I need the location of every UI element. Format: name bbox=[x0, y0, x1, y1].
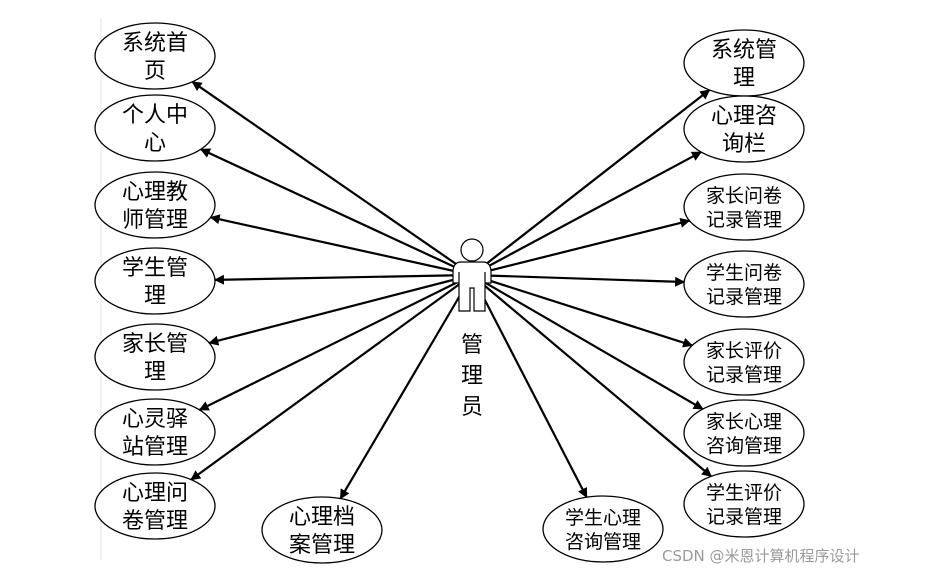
association-arrow-uc-student-consult-mgmt bbox=[471, 274, 588, 499]
use-case-label-line: 理 bbox=[144, 360, 166, 385]
use-case-label-line: 家长心理 bbox=[706, 411, 782, 433]
association-arrow-uc-student-mgmt bbox=[213, 273, 473, 285]
use-case-label-line: 心灵驿 bbox=[122, 407, 188, 432]
actor-label-line-1: 管 bbox=[461, 333, 483, 358]
association-arrow-uc-parent-eval-record bbox=[471, 273, 694, 348]
association-arrow-uc-archive-mgmt bbox=[339, 274, 473, 500]
use-case-label-line: 站管理 bbox=[122, 435, 188, 460]
use-case-label-line: 学生管 bbox=[122, 256, 188, 281]
use-case-label-line: 心理档 bbox=[289, 505, 355, 530]
actor-label-line-3: 员 bbox=[461, 395, 483, 420]
use-case-label-line: 咨询管理 bbox=[565, 531, 641, 553]
use-case-label-line: 心理教 bbox=[122, 180, 188, 205]
use-case-label-line: 心 bbox=[144, 131, 166, 156]
association-arrow-uc-student-eval-record bbox=[471, 274, 712, 478]
use-case-label-line: 家长问卷 bbox=[706, 185, 782, 207]
use-case-ellipse bbox=[261, 496, 383, 564]
use-case-ellipse bbox=[94, 398, 216, 466]
association-arrow-uc-parent-q-record bbox=[471, 217, 691, 277]
association-arrow-uc-parent-mgmt bbox=[208, 273, 473, 346]
association-arrow-uc-teacher-mgmt bbox=[209, 214, 473, 277]
use-case-label-line: 心理咨 bbox=[711, 104, 777, 129]
use-case-ellipse bbox=[94, 171, 216, 239]
association-arrow-uc-consult-column bbox=[471, 151, 702, 276]
use-case-ellipse bbox=[683, 470, 805, 538]
use-case-ellipse bbox=[683, 173, 805, 241]
use-case-label-line: 记录管理 bbox=[706, 209, 782, 231]
use-case-label-line: 卷管理 bbox=[122, 509, 188, 534]
use-case-ellipse bbox=[94, 247, 216, 315]
use-case-label-line: 心理问 bbox=[122, 481, 188, 506]
use-case-label-line: 记录管理 bbox=[706, 506, 782, 528]
use-case-label-line: 理 bbox=[733, 66, 755, 91]
use-case-label-line: 系统首 bbox=[122, 31, 188, 56]
association-arrow-uc-system-mgmt bbox=[471, 89, 711, 276]
use-case-ellipse bbox=[94, 22, 216, 90]
use-case-label-line: 家长管 bbox=[122, 332, 188, 357]
nodes-layer: 系统首页个人中心心理教师管理学生管理家长管理心灵驿站管理心理问卷管理心理档案管理… bbox=[94, 22, 805, 564]
actor-administrator: 管 理 员 bbox=[452, 238, 492, 420]
association-arrow-uc-personal-center bbox=[199, 148, 473, 276]
use-case-label-line: 家长评价 bbox=[706, 340, 782, 362]
use-case-label-line: 询栏 bbox=[722, 132, 766, 157]
use-case-label-line: 师管理 bbox=[122, 208, 188, 233]
use-case-label-line: 记录管理 bbox=[706, 286, 782, 308]
use-case-label-line: 个人中 bbox=[122, 103, 188, 128]
use-case-label-line: 咨询管理 bbox=[706, 435, 782, 457]
use-case-ellipse bbox=[94, 472, 216, 540]
association-arrow-uc-system-home bbox=[191, 80, 473, 276]
use-case-label-line: 学生心理 bbox=[565, 507, 641, 529]
use-case-ellipse bbox=[683, 250, 805, 318]
use-case-ellipse bbox=[542, 495, 664, 563]
person-icon bbox=[452, 238, 492, 312]
use-case-label-line: 系统管 bbox=[711, 38, 777, 63]
association-arrow-uc-station-mgmt bbox=[198, 274, 473, 411]
association-arrow-uc-questionnaire-mgmt bbox=[190, 274, 473, 481]
actor-label-line-2: 理 bbox=[461, 364, 483, 389]
use-case-label-line: 记录管理 bbox=[706, 364, 782, 386]
use-case-label-line: 页 bbox=[144, 59, 166, 84]
association-arrow-uc-student-q-record bbox=[471, 273, 686, 287]
watermark: CSDN @米恩计算机程序设计 bbox=[662, 547, 860, 565]
use-case-ellipse bbox=[94, 94, 216, 162]
use-case-label-line: 理 bbox=[144, 284, 166, 309]
use-case-ellipse bbox=[94, 323, 216, 391]
edges-layer bbox=[190, 80, 712, 500]
use-case-label-line: 案管理 bbox=[289, 533, 355, 558]
use-case-label-line: 学生评价 bbox=[706, 482, 782, 504]
use-case-ellipse bbox=[683, 399, 805, 467]
use-case-label-line: 学生问卷 bbox=[706, 262, 782, 284]
use-case-ellipse bbox=[683, 328, 805, 396]
association-arrow-uc-parent-consult-mgmt bbox=[471, 274, 704, 410]
use-case-ellipse bbox=[683, 95, 805, 163]
